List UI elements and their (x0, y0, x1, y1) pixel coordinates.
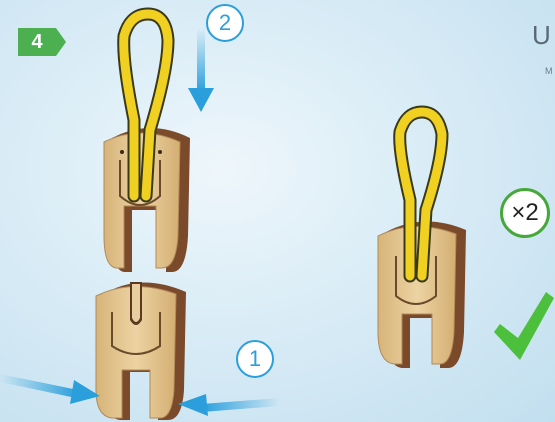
callout-step-1: 1 (236, 340, 274, 378)
push-arrow-icon (0, 374, 100, 404)
step-badge-shape (18, 28, 66, 56)
yellow-strap-assembled (393, 105, 449, 283)
push-arrow-icon (188, 28, 214, 112)
quantity-badge: ×2 (500, 188, 550, 238)
push-arrow-icon (178, 394, 280, 416)
brand-name: U (532, 20, 552, 50)
yellow-strap-upper (117, 7, 175, 203)
step-badge: 4 (18, 28, 68, 56)
lower-wood-piece (95, 282, 186, 420)
checkmark-icon (494, 292, 554, 360)
brand-subtitle: M (545, 66, 553, 76)
callout-step-2: 2 (206, 4, 244, 42)
step-number: 4 (31, 31, 43, 53)
